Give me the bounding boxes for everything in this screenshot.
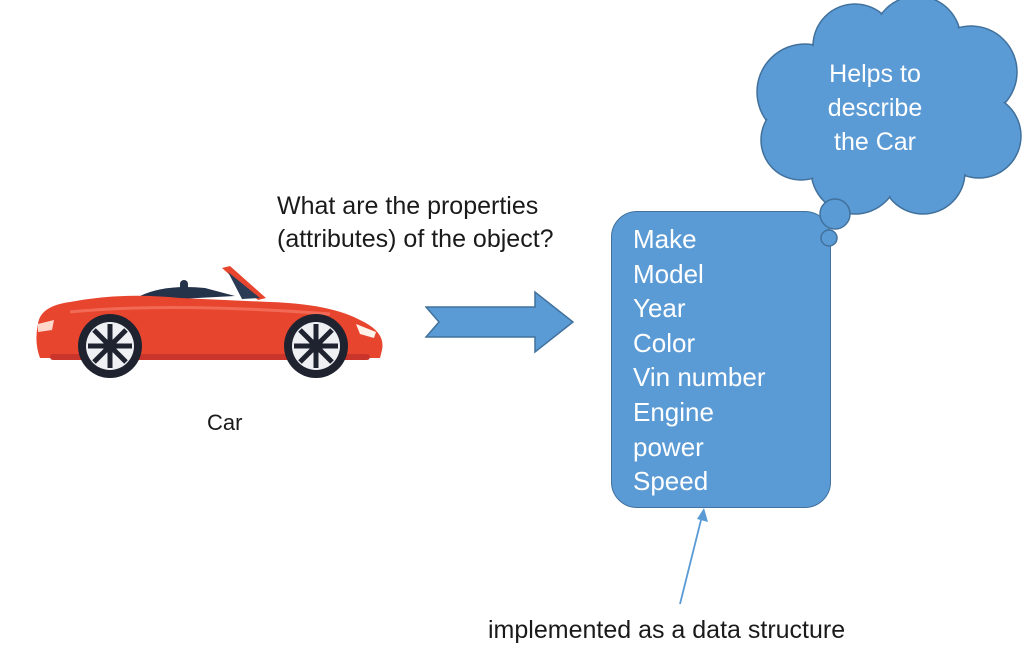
windshield-glass xyxy=(228,272,260,299)
question-line-2: (attributes) of the object? xyxy=(277,225,554,253)
attribute-item: power xyxy=(633,431,704,462)
attribute-item: Year xyxy=(633,293,686,324)
footer-caption: implemented as a data structure xyxy=(488,616,846,644)
thought-bubble-small xyxy=(820,229,838,247)
cloud-line: describe xyxy=(827,94,923,122)
windshield-frame xyxy=(222,266,266,300)
car-label: Car xyxy=(207,410,243,435)
attributes-list: Make Model Year Color Vin number Engine … xyxy=(633,222,766,499)
thought-cloud xyxy=(756,0,1022,247)
thought-cloud-text: Helps to describe the Car xyxy=(790,57,960,159)
question-line-1: What are the properties xyxy=(277,192,539,220)
attribute-item: Engine xyxy=(633,396,714,427)
headrest xyxy=(180,280,188,298)
body-highlight xyxy=(69,305,331,316)
rear-wheel xyxy=(78,314,142,378)
front-wheel xyxy=(284,314,348,378)
attribute-item: Model xyxy=(633,258,704,289)
attribute-item: Vin number xyxy=(633,362,766,393)
thought-bubble-large xyxy=(819,198,851,230)
attribute-item: Color xyxy=(633,327,696,358)
pointer-arrow xyxy=(679,508,708,605)
cloud-line: the Car xyxy=(834,128,916,156)
right-block-arrow xyxy=(425,290,575,354)
tail-light xyxy=(38,320,54,332)
attribute-item: Speed xyxy=(633,466,709,497)
question-text: What are the properties (attributes) of … xyxy=(277,190,554,256)
cloud-line: Helps to xyxy=(829,60,921,88)
attribute-item: Make xyxy=(633,224,697,254)
attributes-box xyxy=(611,211,831,508)
red-convertible-car-illustration xyxy=(36,266,383,378)
head-light xyxy=(356,324,376,338)
